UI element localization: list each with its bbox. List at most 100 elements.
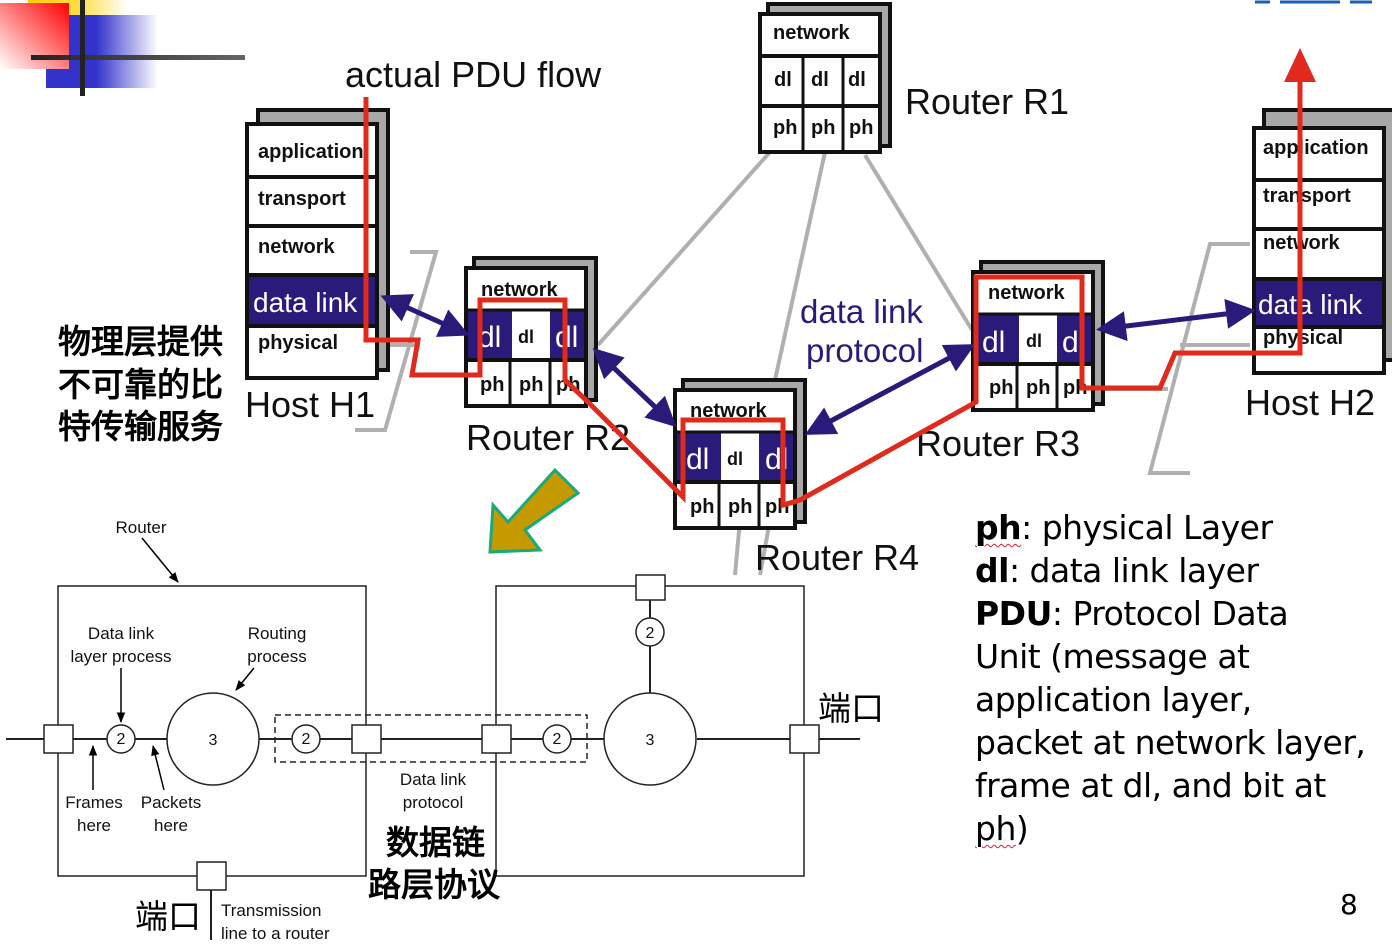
legend-pdu: PDU: Protocol Data <box>975 592 1385 635</box>
legend-line-3: packet at network layer, <box>975 723 1366 762</box>
r2-dl-2: dl <box>518 327 534 347</box>
pdu-flow-path <box>363 48 1316 509</box>
r4-label: Router R4 <box>755 537 919 578</box>
dl-process-label-2: layer process <box>70 647 171 666</box>
proc-2-a: 2 <box>117 731 126 748</box>
h1-label: Host H1 <box>245 384 375 425</box>
h1-layer-physical: physical <box>258 332 338 354</box>
packets-label-1: Packets <box>141 793 201 812</box>
router-label: Router <box>115 518 166 537</box>
h2-label: Host H2 <box>1245 382 1375 423</box>
page-number: 8 <box>1340 888 1358 921</box>
r4-ph-3: ph <box>765 496 789 518</box>
host-h1: application transport network data link … <box>245 108 390 425</box>
r3-ph-2: ph <box>1026 377 1050 399</box>
legend: ph: physical Layer dl: data link layer P… <box>975 506 1385 850</box>
r1-dl-2: dl <box>811 69 829 91</box>
routing-process-circle <box>166 692 260 786</box>
port-right-top <box>635 574 666 601</box>
legend-last-term: ph <box>975 809 1016 848</box>
cn-port-right: 端口 <box>818 689 884 728</box>
r4-dl-1: dl <box>686 443 709 476</box>
cn-dlp-line-2: 路层协议 <box>368 865 501 904</box>
r3-ph-1: ph <box>989 377 1013 399</box>
r1-network: network <box>773 22 851 44</box>
h1-layer-datalink: data link <box>253 287 358 318</box>
arrow-r2-r4 <box>592 347 677 428</box>
legend-line-4: frame at dl, and bit at <box>975 766 1326 805</box>
tx-label-2: line to a router <box>221 924 330 943</box>
r1-dl-3: dl <box>848 69 866 91</box>
h2-layer-physical: physical <box>1263 327 1343 349</box>
r1-ph-1: ph <box>773 117 797 139</box>
pdu-flow-label: actual PDU flow <box>345 54 602 95</box>
frames-label-2: here <box>77 816 111 835</box>
r2-label: Router R2 <box>466 417 630 458</box>
dl-protocol-label-2: protocol <box>806 332 923 369</box>
cn-note-line-2: 不可靠的比 <box>58 365 223 404</box>
r3-label: Router R3 <box>916 423 1080 464</box>
r2-ph-1: ph <box>480 374 504 396</box>
r3-dl-2: dl <box>1026 331 1042 351</box>
r4-ph-1: ph <box>690 496 714 518</box>
h2-layer-datalink: data link <box>1258 289 1363 320</box>
port-left-bottom <box>196 861 227 891</box>
h1-layer-application: application <box>258 141 364 163</box>
legend-pdu-def: : Protocol Data <box>1051 594 1289 633</box>
legend-ph-term: ph <box>975 508 1022 547</box>
legend-ph-def: : physical Layer <box>1021 508 1273 547</box>
frames-label-1: Frames <box>65 793 123 812</box>
slide-decoration <box>0 0 245 96</box>
packets-label-2: here <box>154 816 188 835</box>
cn-dlp-line-1: 数据链 <box>386 823 485 862</box>
legend-line-1: Unit (message at <box>975 637 1250 676</box>
lower-router-diagram <box>6 537 860 940</box>
arrow-r3-h2 <box>1096 299 1256 341</box>
legend-dl-term: dl <box>975 551 1009 590</box>
legend-dl-def: : data link layer <box>1008 551 1259 590</box>
h2-layer-transport: transport <box>1263 185 1351 207</box>
cn-port-bottom: 端口 <box>135 897 201 936</box>
dl-protocol-arrows <box>380 294 1256 435</box>
router-r1: network dl dl dl ph ph ph Router R1 <box>758 2 1069 154</box>
legend-ph: ph: physical Layer <box>975 506 1385 549</box>
r4-dl-2: dl <box>727 449 743 469</box>
port-right-edge <box>789 724 820 754</box>
arrow-h1-r2 <box>380 294 470 337</box>
pdu-flow-arrowhead <box>1284 48 1316 82</box>
router-r4: network dl dl dl ph ph ph Router R4 <box>673 378 919 578</box>
port-right-left <box>481 724 512 754</box>
port-left-right <box>351 724 382 754</box>
r1-dl-1: dl <box>774 69 792 91</box>
dl-protocol-label-1: data link <box>800 293 923 330</box>
routing-label-2: process <box>247 647 307 666</box>
r2-dl-1: dl <box>478 321 501 354</box>
r2-network: network <box>481 279 559 301</box>
legend-dl: dl: data link layer <box>975 549 1385 592</box>
arrow-r4-r3 <box>804 344 976 435</box>
proc-2-d: 2 <box>646 625 655 642</box>
legend-line-2: application layer, <box>975 680 1252 719</box>
legend-line-5: ph) <box>975 807 1385 850</box>
h1-layer-transport: transport <box>258 188 346 210</box>
r2-ph-2: ph <box>519 374 543 396</box>
r3-network: network <box>988 282 1066 304</box>
legend-pdu-term: PDU <box>975 594 1052 633</box>
port-left-edge <box>43 724 74 754</box>
dl-process-label-1: Data link <box>88 624 155 643</box>
legend-last-tail: ) <box>1015 809 1029 848</box>
r4-ph-2: ph <box>728 496 752 518</box>
dl-process-circle <box>106 724 136 754</box>
r1-ph-2: ph <box>811 117 835 139</box>
routing-label-1: Routing <box>248 624 307 643</box>
r1-ph-3: ph <box>849 117 873 139</box>
dlp-label-1: Data link <box>400 770 467 789</box>
h2-layer-application: application <box>1263 137 1369 159</box>
tx-label-1: Transmission <box>221 901 321 920</box>
proc-2-c: 2 <box>553 731 562 748</box>
h1-layer-network: network <box>258 236 336 258</box>
lower-diagram-labels: 2 3 2 2 3 2 Router Data link layer proce… <box>65 518 884 943</box>
cn-note-line-1: 物理层提供 <box>58 322 223 361</box>
r1-label: Router R1 <box>905 81 1069 122</box>
